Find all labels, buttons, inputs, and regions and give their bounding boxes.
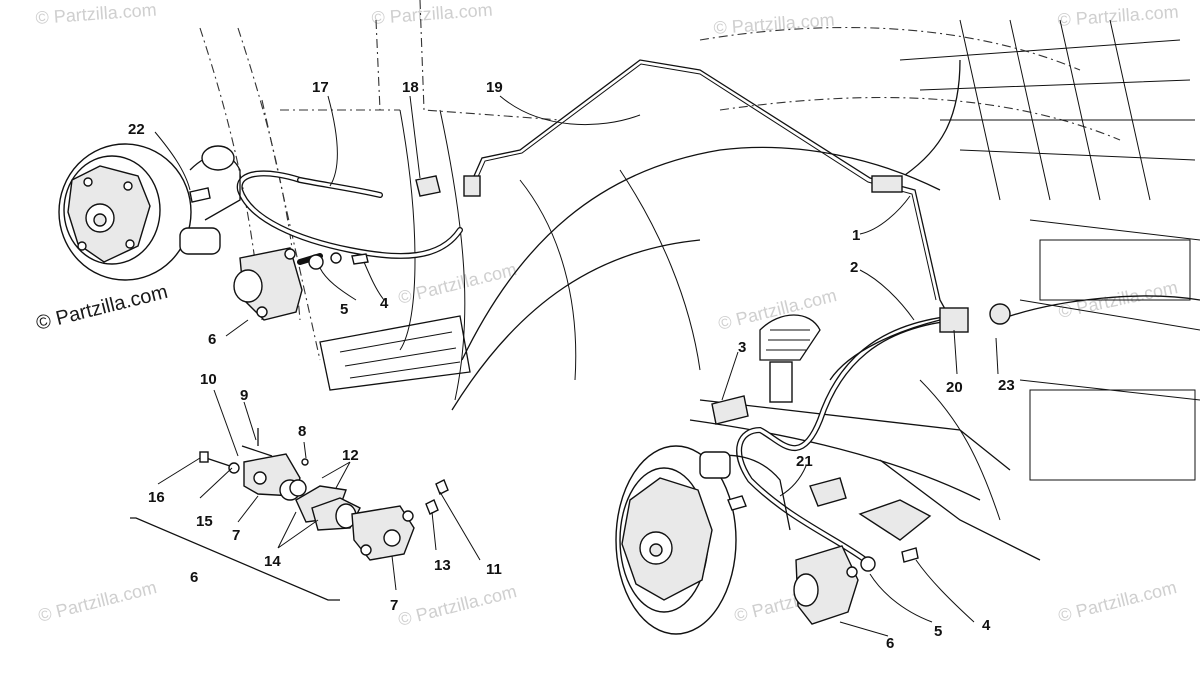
watermark: © Partzilla.com — [716, 285, 839, 334]
callout-7: 7 — [390, 597, 398, 614]
callout-19: 19 — [486, 79, 503, 96]
callout-13: 13 — [434, 557, 451, 574]
callout-6: 6 — [190, 569, 198, 586]
watermark-main: © Partzilla.com — [34, 281, 170, 335]
tee-fitting — [939, 307, 969, 333]
junction-fitting — [871, 175, 903, 193]
callout-22: 22 — [128, 121, 145, 138]
rigid-brake-line — [469, 59, 951, 319]
callout-15: 15 — [196, 513, 213, 530]
bracket-line — [130, 517, 340, 601]
callout-3: 3 — [738, 339, 746, 356]
callout-2: 2 — [850, 259, 858, 276]
watermark: © Partzilla.com — [396, 581, 519, 630]
callout-6: 6 — [208, 331, 216, 348]
brake-switch — [989, 303, 1011, 325]
left-front-brake-assembly — [58, 143, 369, 321]
callout-12: 12 — [342, 447, 359, 464]
bracket — [711, 395, 749, 425]
master-cylinder — [699, 451, 731, 479]
callout-9: 9 — [240, 387, 248, 404]
watermark: © Partzilla.com — [1056, 577, 1179, 626]
watermark: © Partzilla.com — [371, 0, 493, 28]
grille — [1039, 239, 1191, 301]
callout-5: 5 — [340, 301, 348, 318]
watermark: © Partzilla.com — [35, 0, 157, 28]
callout-6: 6 — [886, 635, 894, 652]
callout-4: 4 — [982, 617, 991, 634]
watermark: © Partzilla.com — [713, 10, 835, 38]
grille — [1029, 389, 1196, 481]
clip — [415, 175, 441, 197]
brake-line-assembly — [236, 59, 1200, 565]
callout-5: 5 — [934, 623, 942, 640]
bleeder-cap — [435, 479, 449, 495]
junction-fitting — [463, 175, 481, 197]
callout-20: 20 — [946, 379, 963, 396]
callout-10: 10 — [200, 371, 217, 388]
leader-lines — [154, 95, 999, 637]
callout-14: 14 — [264, 553, 281, 570]
callout-11: 11 — [486, 561, 502, 578]
callout-18: 18 — [402, 79, 419, 96]
watermark: © Partzilla.com — [1057, 2, 1179, 30]
callout-8: 8 — [298, 423, 306, 440]
callout-23: 23 — [998, 377, 1015, 394]
washer — [228, 462, 240, 474]
callout-16: 16 — [148, 489, 165, 506]
bleeder-valve — [425, 499, 439, 515]
right-front-brake-assembly — [615, 314, 932, 635]
callout-1: 1 — [852, 227, 860, 244]
callout-21: 21 — [796, 453, 813, 470]
callout-4: 4 — [380, 295, 389, 312]
watermark: © Partzilla.com — [36, 577, 159, 626]
caliper-exploded-view — [130, 428, 449, 601]
callout-17: 17 — [312, 79, 329, 96]
callout-labels: 1 2 3 4 4 5 5 6 6 6 7 7 8 9 10 11 12 13 … — [128, 79, 1015, 652]
callout-7: 7 — [232, 527, 240, 544]
